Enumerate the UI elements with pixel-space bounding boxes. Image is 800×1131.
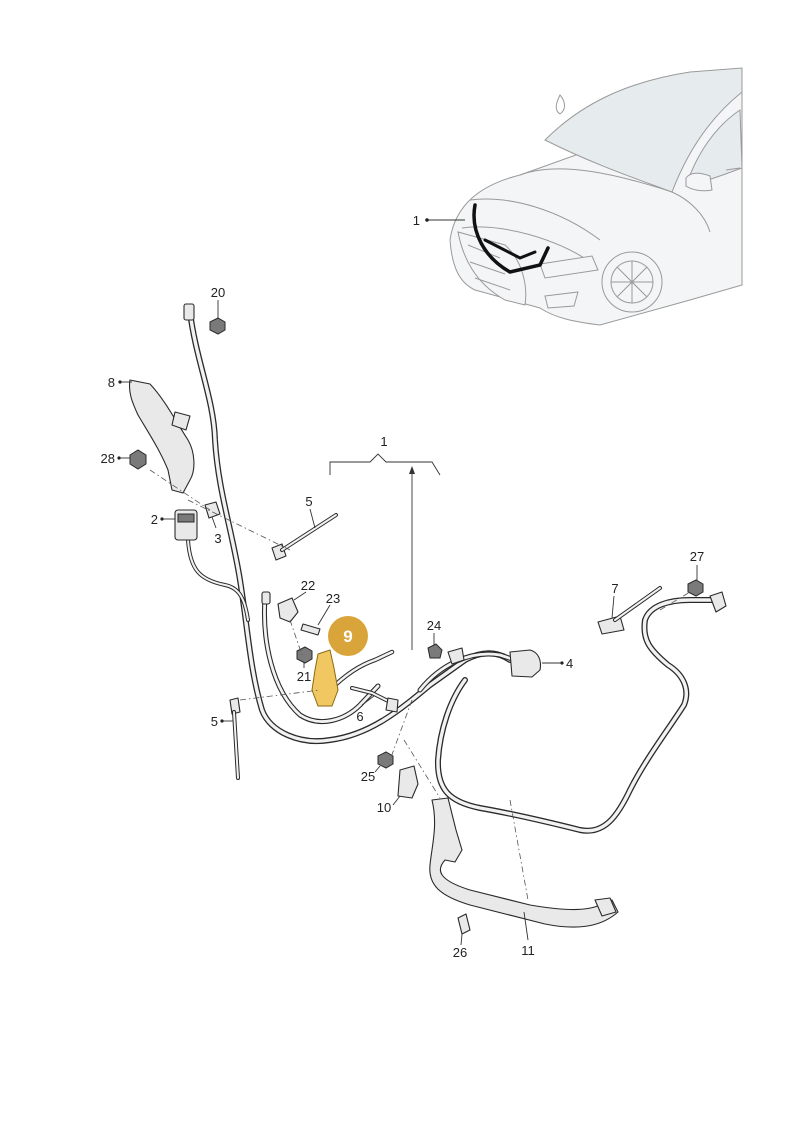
part-24-clip (427, 643, 443, 659)
cable-lug-top (183, 303, 195, 321)
callout-20: 20 (211, 285, 225, 300)
part-11-bracket (429, 797, 619, 928)
part-5-tie-head-left (229, 697, 241, 715)
cable-lug-mid (261, 591, 271, 605)
cable-lug-right (709, 591, 727, 613)
callout-11: 11 (521, 943, 535, 958)
part-2-connector-face (177, 513, 195, 523)
callout-25: 25 (361, 769, 375, 784)
callout-21: 21 (297, 669, 311, 684)
part-6-cable-end (385, 697, 399, 713)
part-22-holder (277, 597, 299, 623)
callout-22: 22 (301, 578, 315, 593)
callout-23: 23 (326, 591, 340, 606)
part-8-bracket (128, 379, 195, 494)
callout-10: 10 (377, 800, 391, 815)
callout-27: 27 (690, 549, 704, 564)
part-8-tab (171, 411, 191, 431)
callout-6: 6 (356, 709, 363, 724)
callout-2: 2 (151, 512, 158, 527)
part-23-bolt (300, 623, 321, 636)
part-24-holder (447, 647, 465, 665)
part-21-nut (296, 646, 313, 664)
part-20-nut (209, 317, 226, 335)
part-11-end (594, 897, 617, 917)
part-27-nut (687, 579, 704, 597)
part-25-nut (377, 751, 394, 769)
callout-3: 3 (214, 531, 221, 546)
car-illustration (449, 67, 743, 326)
callout-1-car: 1 (413, 213, 420, 228)
parts (128, 303, 727, 935)
badge-circle[interactable] (328, 616, 368, 656)
callout-7: 7 (611, 581, 618, 596)
leader-lines (117, 218, 698, 946)
cable-harness (186, 309, 718, 834)
callout-labels: 1 1 20 8 28 2 3 5 22 23 21 6 24 4 5 25 1… (101, 213, 705, 960)
callout-26: 26 (453, 945, 467, 960)
highlight-badge-9[interactable]: 9 (328, 616, 368, 656)
callout-28: 28 (101, 451, 115, 466)
part-26-bolt (457, 913, 471, 935)
part-4-connector (509, 649, 542, 678)
callout-1-group: 1 (380, 434, 387, 449)
callout-24: 24 (427, 618, 441, 633)
part-10-bracket (397, 765, 419, 799)
part-3-clip (204, 501, 221, 519)
callout-5-left: 5 (211, 714, 218, 729)
callout-4: 4 (566, 656, 573, 671)
callout-5-top: 5 (305, 494, 312, 509)
part-9-bracket (311, 649, 339, 707)
callout-8: 8 (108, 375, 115, 390)
callout-9[interactable]: 9 (343, 627, 352, 646)
part-28-nut (129, 449, 147, 470)
